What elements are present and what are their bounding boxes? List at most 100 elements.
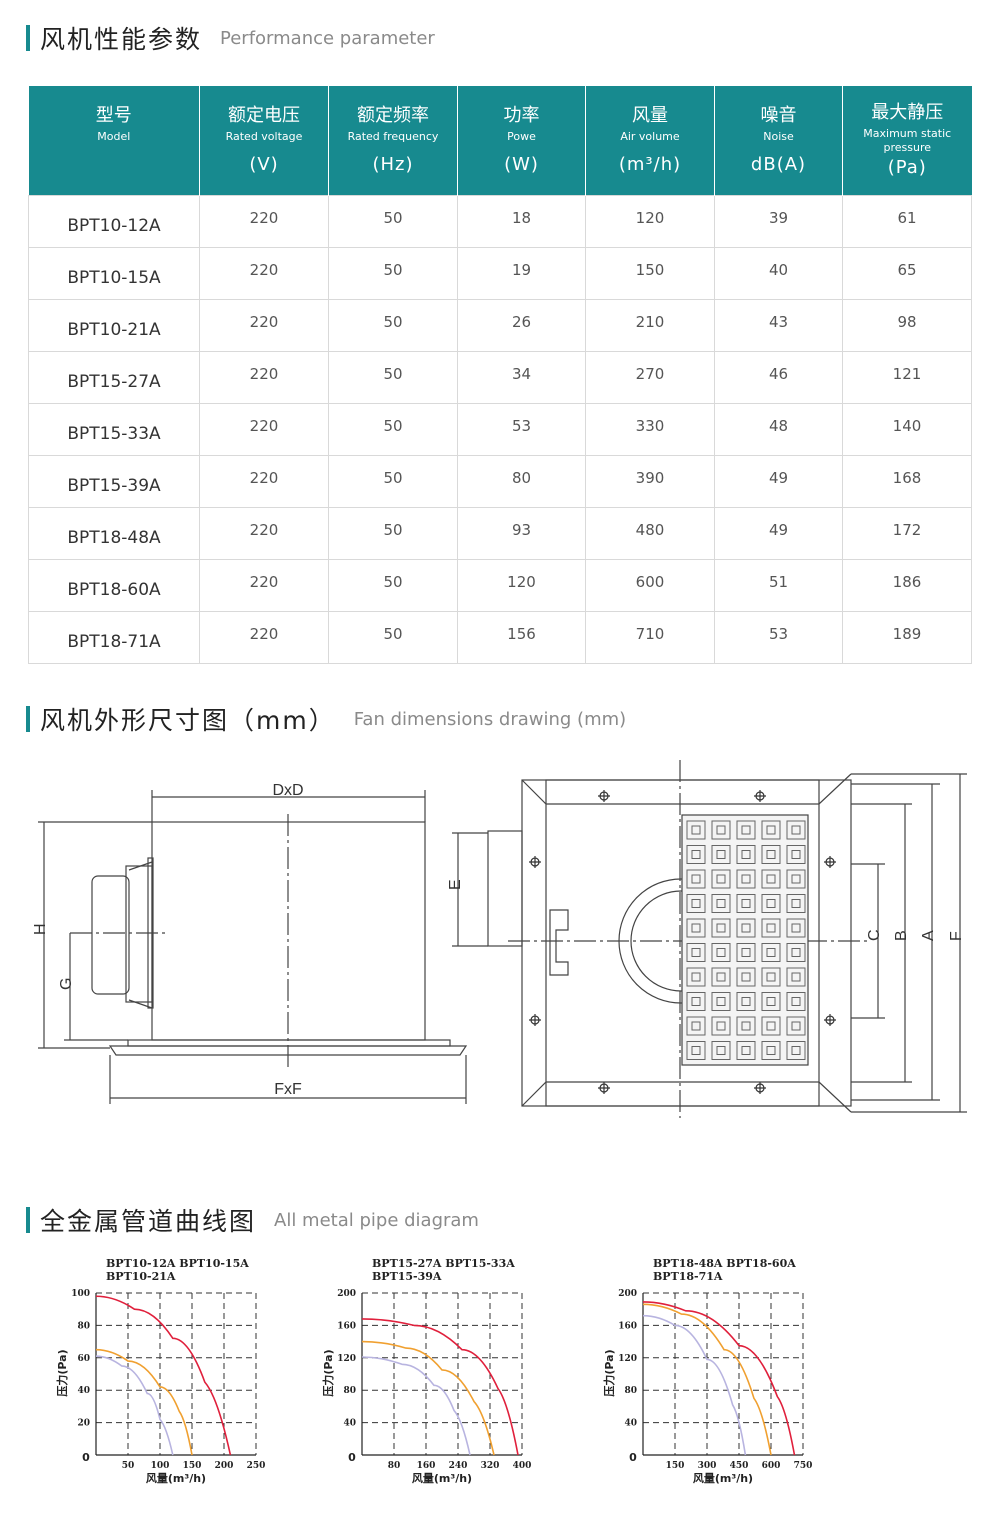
table-cell: 168: [842, 455, 972, 508]
table-cell: 50: [328, 247, 458, 300]
screw-mark: [754, 1082, 766, 1094]
x-axis-label: 风量(m³/h): [412, 1471, 472, 1485]
grille-cell: [761, 894, 781, 913]
x-axis-label: 风量(m³/h): [146, 1471, 206, 1485]
table-cell: 220: [199, 507, 329, 560]
table-cell: 220: [199, 611, 329, 664]
legend-text: BPT18-71A: [653, 1270, 723, 1283]
screw-marks: [529, 790, 836, 1094]
dim-label-b: B: [893, 930, 910, 941]
grille-cell: [686, 943, 706, 962]
screw-mark: [529, 856, 541, 868]
table-cell: 140: [842, 403, 972, 456]
table-cell: 53: [457, 403, 586, 456]
grille-cell: [736, 992, 756, 1011]
y-tick-label: 20: [77, 1419, 90, 1429]
origin-label: 0: [348, 1451, 356, 1464]
grille-cell: [736, 894, 756, 913]
legend-text: BPT10-12A BPT10-15A: [106, 1257, 249, 1270]
series-line: [95, 1348, 193, 1456]
x-axis-label: 风量(m³/h): [693, 1471, 753, 1485]
x-tick-label: 250: [247, 1461, 266, 1471]
grille-cell: [786, 943, 806, 962]
dim-label-f: F: [948, 931, 965, 941]
x-tick-label: 750: [794, 1461, 813, 1471]
grille-cell: [686, 894, 706, 913]
y-tick-label: 40: [343, 1419, 356, 1429]
table-cell: 50: [328, 559, 458, 612]
x-tick-label: 320: [481, 1461, 500, 1471]
table-cell: 710: [585, 611, 715, 664]
x-tick-label: 600: [762, 1461, 781, 1471]
grille-cell: [711, 967, 731, 987]
table-cell: 121: [842, 351, 972, 404]
grille-cell: [711, 1016, 731, 1036]
table-cell: 189: [842, 611, 972, 664]
legend-text: BPT15-39A: [372, 1270, 442, 1283]
section-curves-title: 全金属管道曲线图 All metal pipe diagram: [26, 1202, 479, 1238]
series-line: [642, 1303, 772, 1456]
legend-text: BPT15-27A BPT15-33A: [372, 1257, 515, 1270]
grille-cell: [686, 1016, 706, 1036]
series-line: [95, 1295, 232, 1456]
y-tick-label: 120: [618, 1354, 637, 1364]
section-dimensions-title: 风机外形尺寸图（mm） Fan dimensions drawing (mm): [26, 701, 626, 737]
section-performance-title: 风机性能参数 Performance parameter: [26, 20, 435, 56]
series-line: [642, 1314, 747, 1456]
x-tick-label: 80: [388, 1461, 401, 1471]
grille-cell: [786, 820, 806, 840]
screw-mark: [598, 790, 610, 802]
grille-cell: [711, 820, 731, 840]
grille-cell: [786, 1041, 806, 1060]
series-line: [642, 1301, 796, 1456]
grille-cell: [761, 1016, 781, 1036]
table-cell: 80: [457, 455, 586, 508]
table-cell: 49: [714, 507, 843, 560]
screw-mark: [598, 1082, 610, 1094]
screw-mark: [529, 1014, 541, 1026]
screw-mark: [824, 856, 836, 868]
table-cell: 18: [457, 195, 586, 248]
y-tick-label: 160: [618, 1321, 637, 1331]
grille-cell: [686, 869, 706, 889]
origin-label: 0: [629, 1451, 637, 1464]
grille-cell: [761, 992, 781, 1011]
title-en: Performance parameter: [220, 27, 435, 49]
title-en: Fan dimensions drawing (mm): [353, 708, 627, 730]
grille-cell: [786, 918, 806, 938]
table-cell: 156: [457, 611, 586, 664]
grille-cell: [786, 967, 806, 987]
dim-label-a: A: [920, 930, 937, 941]
x-tick-label: 300: [698, 1461, 717, 1471]
table-cell: 172: [842, 507, 972, 560]
x-tick-label: 150: [666, 1461, 685, 1471]
origin-label: 0: [82, 1451, 90, 1464]
title-zh: 风机性能参数: [40, 25, 203, 54]
grille-cell: [761, 967, 781, 987]
title-bar: [26, 706, 30, 732]
screw-mark: [824, 1014, 836, 1026]
grille-cell: [736, 943, 756, 962]
grille-cell: [686, 967, 706, 987]
legend-text: BPT10-21A: [106, 1270, 176, 1283]
table-cell: 480: [585, 507, 715, 560]
grille-cell: [786, 1016, 806, 1036]
title-bar: [26, 25, 30, 51]
series-line: [95, 1355, 174, 1456]
grille-cell: [736, 918, 756, 938]
grille-cell: [711, 943, 731, 962]
grille-cell: [686, 1041, 706, 1060]
grille-pattern: [686, 820, 806, 1060]
grille-cell: [736, 820, 756, 840]
title-en: All metal pipe diagram: [274, 1209, 479, 1231]
x-tick-label: 150: [183, 1461, 202, 1471]
